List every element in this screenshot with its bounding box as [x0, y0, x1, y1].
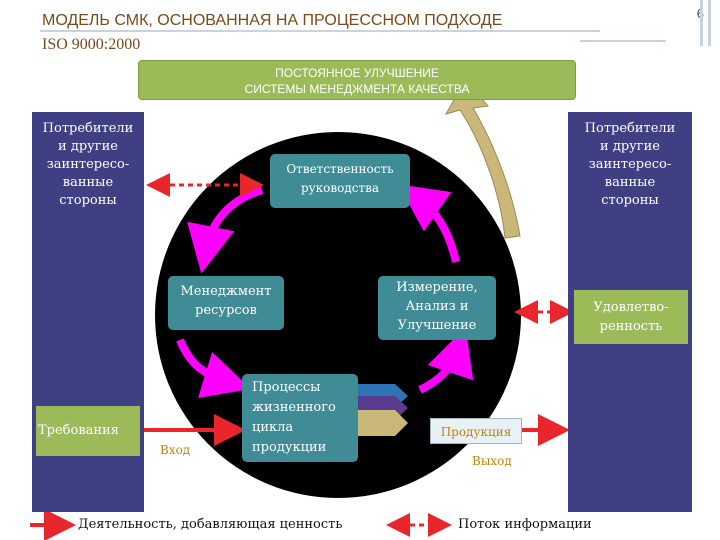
requirements-box: Требования [36, 406, 140, 456]
page-title: МОДЕЛЬ СМК, ОСНОВАННАЯ НА ПРОЦЕССНОМ ПОД… [42, 12, 503, 29]
measurement-box: Измерение, Анализ и Улучшение [378, 276, 496, 340]
left-line-2: и другие [58, 139, 118, 154]
resources-line-2: ресурсов [195, 303, 257, 318]
left-line-4: ванные [62, 175, 114, 190]
cycle-arrow-measurement-to-responsibility [398, 184, 460, 263]
measurement-line-3: Улучшение [397, 318, 477, 333]
cycle-arrow-resources-to-lifecycle [176, 338, 251, 398]
right-stakeholders-label: Потребители и другие заинтересо- ванные … [568, 112, 692, 210]
responsibility-line-2: руководства [300, 181, 380, 195]
left-line-3: заинтересо- [46, 157, 130, 172]
legend-info-flow: Поток информации [458, 517, 592, 532]
lifecycle-line-4: продукции [252, 440, 327, 455]
responsibility-box: Ответственность руководства [270, 154, 410, 208]
satisfaction-box: Удовлетво- ренность [574, 290, 688, 344]
right-line-4: ванные [604, 175, 656, 190]
lifecycle-line-2: жизненного [252, 400, 336, 415]
cycle-arrow-lifecycle-to-measurement [418, 327, 474, 394]
right-line-3: заинтересо- [588, 157, 672, 172]
right-line-2: и другие [600, 139, 660, 154]
improvement-line-1: ПОСТОЯННОЕ УЛУЧШЕНИЕ [275, 66, 439, 80]
page-subtitle: ISO 9000:2000 [42, 36, 141, 53]
left-line-1: Потребители [42, 121, 134, 136]
resources-box: Менеджмент ресурсов [168, 276, 284, 330]
corner-bar [700, 0, 703, 46]
legend-value-activity: Деятельность, добавляющая ценность [78, 517, 343, 532]
input-label: Вход [160, 443, 191, 457]
title-rule-right [580, 40, 666, 42]
improvement-banner: ПОСТОЯННОЕ УЛУЧШЕНИЕ СИСТЕМЫ МЕНЕДЖМЕНТА… [138, 60, 576, 100]
requirements-label: Требования [38, 423, 119, 438]
left-stakeholders-label: Потребители и другие заинтересо- ванные … [32, 112, 144, 210]
responsibility-line-1: Ответственность [286, 162, 394, 176]
output-label: Выход [472, 454, 512, 468]
improvement-line-2: СИСТЕМЫ МЕНЕДЖМЕНТА КАЧЕСТВА [244, 82, 470, 96]
right-line-1: Потребители [584, 121, 676, 136]
left-line-5: стороны [59, 193, 117, 208]
satisfaction-line-2: ренность [599, 319, 663, 334]
title-rule [40, 30, 600, 32]
satisfaction-line-1: Удовлетво- [593, 300, 669, 315]
lifecycle-line-3: цикла [252, 420, 294, 435]
resources-line-1: Менеджмент [180, 284, 272, 299]
lifecycle-box: Процессы жизненного цикла продукции [242, 374, 358, 462]
measurement-line-2: Анализ и [405, 299, 469, 314]
product-stack-arrow-3 [355, 410, 408, 436]
measurement-line-1: Измерение, [396, 280, 478, 295]
product-label: Продукция [440, 425, 512, 439]
lifecycle-line-1: Процессы [252, 380, 321, 395]
corner-bar-2 [708, 0, 711, 46]
right-line-5: стороны [601, 193, 659, 208]
product-box: Продукция [430, 418, 522, 444]
